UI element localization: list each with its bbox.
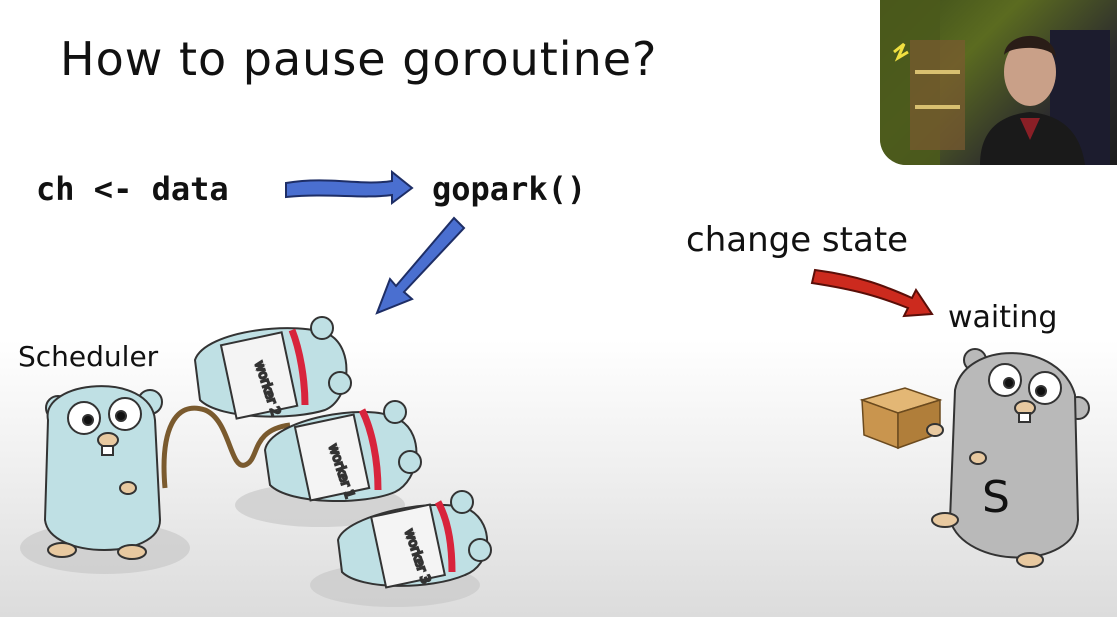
label-scheduler: Scheduler (18, 340, 159, 373)
arrow-gopark-to-scheduler (375, 216, 466, 315)
worker-gopher-1: worker 1 (263, 400, 422, 502)
code-gopark: gopark() (432, 170, 587, 208)
webcam-feed (880, 0, 1110, 165)
label-waiting: waiting (948, 300, 1058, 335)
cardboard-box-icon (859, 387, 943, 450)
slide-title: How to pause goroutine? (60, 32, 658, 86)
presenter-webcam (880, 0, 1117, 165)
arrow-send-to-gopark (285, 169, 414, 205)
label-change-state: change state (686, 220, 909, 260)
arrow-change-to-waiting (810, 268, 934, 318)
worker-gopher-3: worker 3 (336, 490, 492, 589)
worker-gopher-2: worker 2 (193, 316, 352, 420)
waiting-gopher: S (926, 348, 1090, 568)
scheduler-gopher (43, 385, 163, 560)
whip (161, 405, 291, 489)
gopher-letter: S (982, 472, 1010, 523)
code-channel-send: ch <- data (36, 170, 229, 208)
